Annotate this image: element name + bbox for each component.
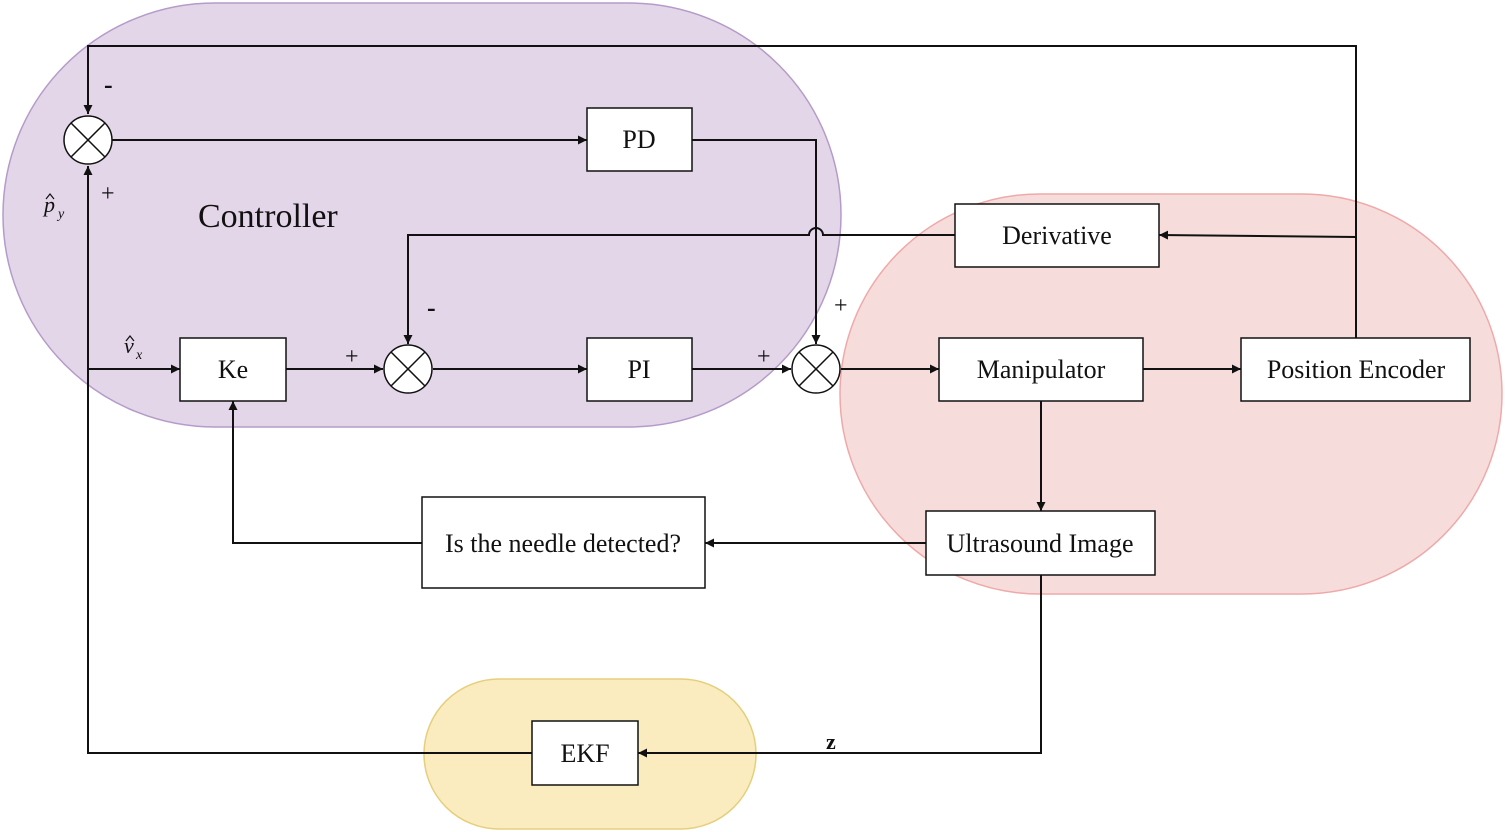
block-pd: PD <box>586 107 693 172</box>
sum1-plus-sign: + <box>101 181 115 207</box>
wire-derivative-to-sum2 <box>403 227 955 344</box>
wire-needle-to-ke <box>228 401 422 544</box>
vx-hat-caret <box>125 335 135 342</box>
block-pi: PI <box>586 337 693 402</box>
wire-encoder-to-sum1 <box>83 45 1357 338</box>
z-signal-label: z <box>826 729 836 754</box>
block-pd-label: PD <box>622 125 655 154</box>
py-hat-base: p <box>42 192 55 217</box>
py-hat-caret <box>45 193 55 200</box>
block-ke-label: Ke <box>218 355 248 384</box>
block-position-encoder-label: Position Encoder <box>1267 355 1446 384</box>
py-hat-label: p y <box>42 192 65 222</box>
block-pi-label: PI <box>627 355 650 384</box>
block-manipulator: Manipulator <box>938 337 1144 402</box>
block-derivative-label: Derivative <box>1002 221 1112 250</box>
block-ultrasound-image-label: Ultrasound Image <box>946 529 1133 558</box>
signal-wires <box>83 45 1357 758</box>
block-derivative: Derivative <box>954 203 1160 268</box>
sum-junction-1 <box>63 115 113 165</box>
block-ke: Ke <box>179 337 287 402</box>
sum2-plus-sign: + <box>345 344 359 370</box>
sum1-minus-sign: - <box>104 70 113 99</box>
block-ekf-label: EKF <box>560 739 609 768</box>
sum-junction-2 <box>383 344 433 394</box>
plant-region <box>839 193 1503 595</box>
wire-ultrasound-to-ekf <box>638 575 1042 758</box>
sum3-plus-sign-top: + <box>834 293 848 319</box>
block-ekf: EKF <box>531 720 639 786</box>
sum3-plus-sign-left: + <box>757 344 771 370</box>
block-needle-check: Is the needle detected? <box>421 496 706 589</box>
block-needle-check-label: Is the needle detected? <box>445 529 681 558</box>
sum2-minus-sign: - <box>427 293 436 322</box>
sum-junction-3 <box>791 344 841 394</box>
controller-title: Controller <box>198 198 338 235</box>
wire-pd-to-sum3 <box>692 139 821 344</box>
block-ultrasound-image: Ultrasound Image <box>925 510 1156 576</box>
vx-hat-base: v <box>124 333 134 358</box>
block-position-encoder: Position Encoder <box>1240 337 1471 402</box>
block-manipulator-label: Manipulator <box>977 355 1106 384</box>
py-hat-subscript: y <box>56 207 65 222</box>
vx-hat-label: v x <box>124 333 143 363</box>
wire-encoder-to-derivative <box>1158 230 1357 240</box>
vx-hat-subscript: x <box>135 348 143 363</box>
wire-ekf-to-sum1 <box>83 166 532 754</box>
